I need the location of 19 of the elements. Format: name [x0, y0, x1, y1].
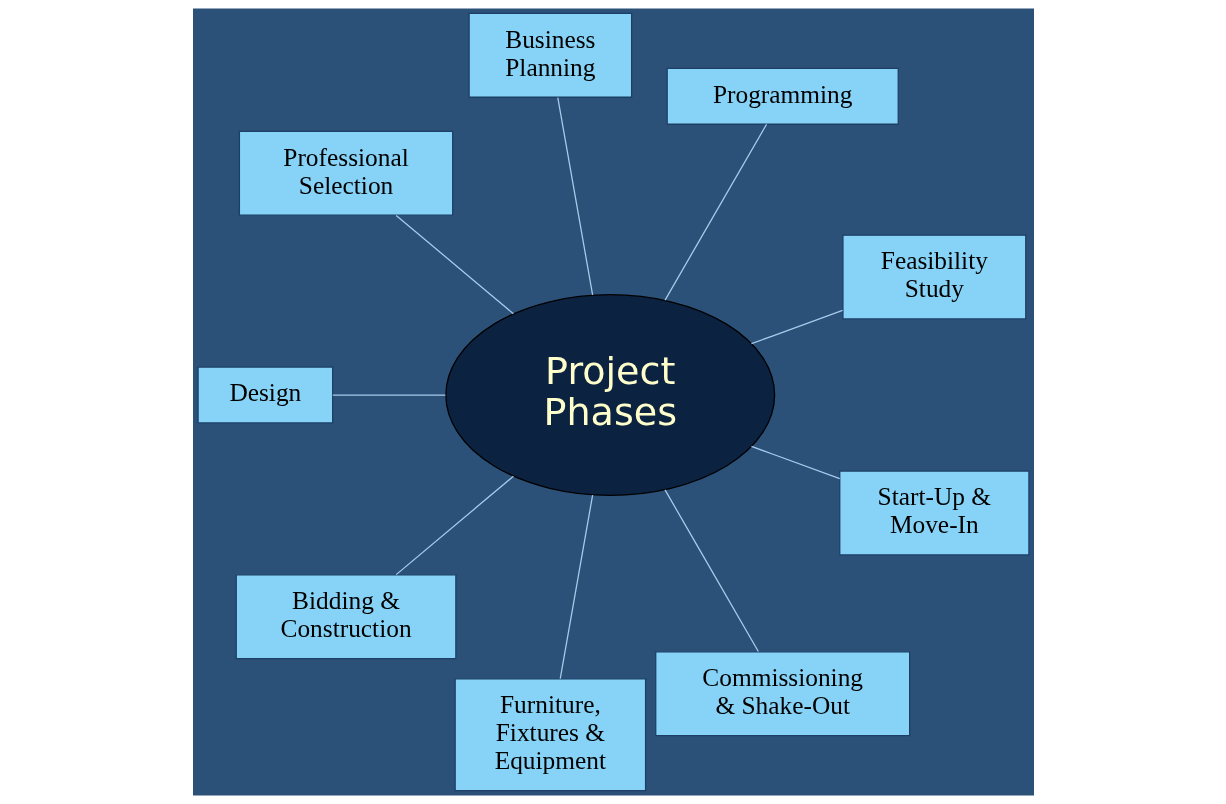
node-box: Start-Up & Move-In: [838, 470, 1030, 556]
node-box: Professional Selection: [238, 130, 453, 216]
connector: [331, 394, 446, 396]
node-box: Furniture, Fixtures & Equipment: [454, 678, 646, 792]
node-box: Commissioning & Shake-Out: [654, 651, 910, 737]
node-box: Design: [196, 366, 333, 424]
connector: [750, 309, 843, 345]
node-box: Business Planning: [468, 12, 632, 98]
connector: [663, 489, 759, 653]
connector: [395, 475, 514, 576]
connector: [395, 214, 514, 315]
connector: [663, 123, 767, 301]
connector: [750, 445, 840, 480]
node-box: Feasibility Study: [841, 234, 1026, 320]
node-box: Bidding & Construction: [235, 574, 456, 660]
node-box: Programming: [666, 67, 899, 125]
node-ellipse: Project Phases: [444, 294, 775, 496]
connector: [559, 494, 593, 680]
connector: [556, 96, 593, 296]
